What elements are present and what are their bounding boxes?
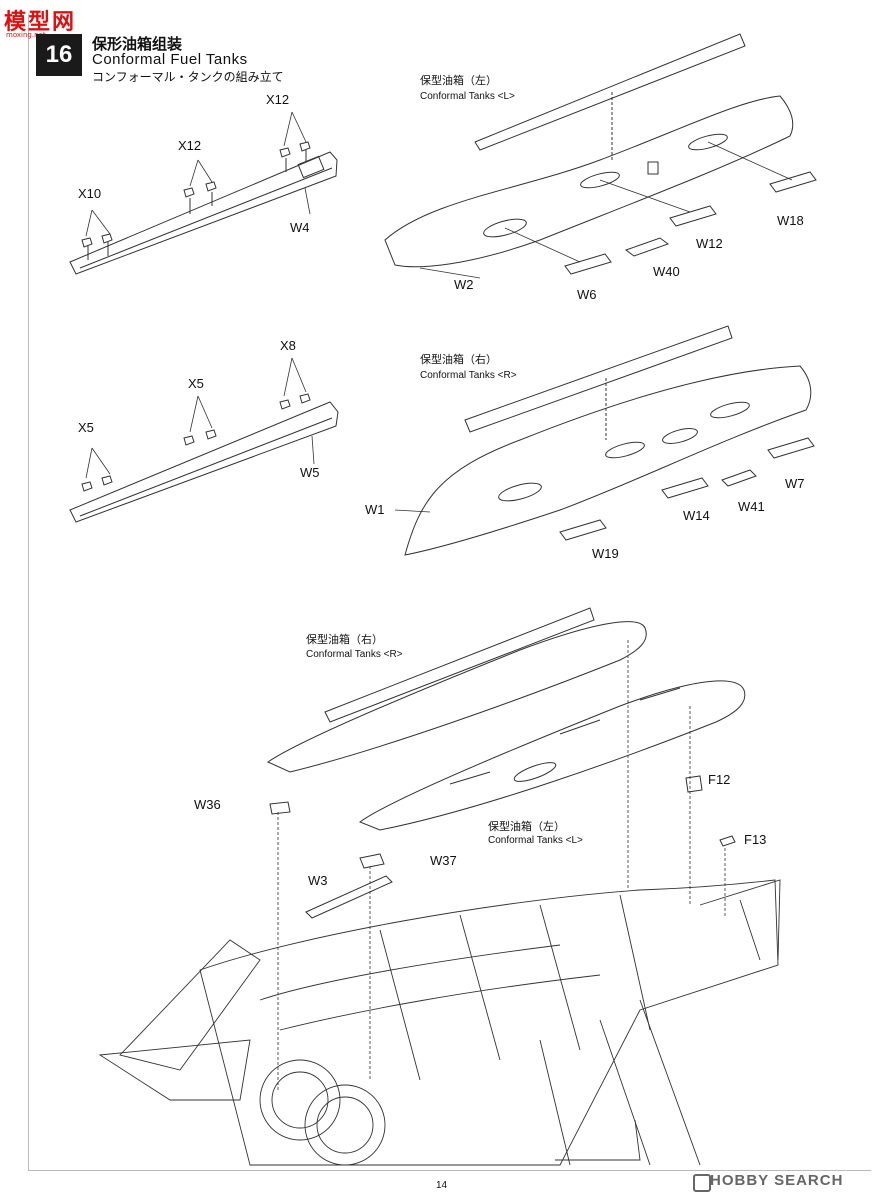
site-logo-text: 模型网: [4, 10, 77, 35]
rail-w5: [70, 358, 338, 522]
site-logo: 模型网 moxing.net: [4, 4, 84, 40]
part-w3: [306, 876, 392, 918]
part-label: W2: [454, 277, 474, 292]
clips-x10: [82, 234, 112, 260]
part-label: X12: [178, 138, 202, 153]
section2-caption-en: Conformal Tanks <R>: [420, 370, 517, 381]
aircraft-fuselage: [100, 880, 780, 1165]
clips-x12-b: [280, 142, 310, 172]
part-label: X5: [188, 376, 204, 391]
part-w36: [270, 802, 290, 814]
section1-caption-cn: 保型油箱（左）: [420, 74, 497, 87]
watermark-logo-icon: [693, 1174, 711, 1192]
step-title-cn: 保形油箱组装: [92, 35, 183, 53]
part-label: W6: [577, 287, 597, 302]
section3-caption-r-en: Conformal Tanks <R>: [306, 649, 403, 660]
tank-w1: [395, 326, 814, 555]
part-label: W4: [290, 220, 310, 235]
part-label: X10: [78, 186, 102, 201]
tank-upper-right: [268, 608, 646, 772]
step-title-en: Conformal Fuel Tanks: [92, 51, 248, 68]
part-label: W12: [696, 236, 723, 251]
part-label: W7: [785, 476, 805, 491]
part-label: W19: [592, 546, 619, 561]
clips-x12-a: [184, 182, 216, 214]
part-label: W18: [777, 213, 804, 228]
part-label: X5: [78, 420, 94, 435]
part-label: W1: [365, 502, 385, 517]
part-f13: [720, 836, 735, 846]
part-label: W5: [300, 465, 320, 480]
part-label: W3: [308, 873, 328, 888]
part-label: X12: [266, 92, 290, 107]
step-title-jp: コンフォーマル・タンクの組み立て: [92, 70, 284, 84]
part-label: W40: [653, 264, 680, 279]
part-label: W14: [683, 508, 710, 523]
section3-caption-l-cn: 保型油箱（左）: [488, 820, 565, 833]
watermark-text: HOBBY SEARCH: [710, 1172, 844, 1189]
rail-w4: [70, 112, 337, 274]
part-label: W41: [738, 499, 765, 514]
page-frame: [28, 14, 871, 1171]
site-logo-sub: moxing.net: [6, 31, 46, 39]
section2-caption-cn: 保型油箱（右）: [420, 353, 497, 366]
part-label: F13: [744, 832, 767, 847]
step-number: 16: [36, 34, 82, 76]
section3-caption-r-cn: 保型油箱（右）: [306, 633, 383, 646]
part-f12: [686, 776, 702, 792]
section3-caption-l-en: Conformal Tanks <L>: [488, 835, 583, 846]
part-label: W37: [430, 853, 457, 868]
part-label: X8: [280, 338, 296, 353]
part-label: W36: [194, 797, 221, 812]
page-number: 14: [436, 1180, 448, 1191]
section1-caption-en: Conformal Tanks <L>: [420, 91, 515, 102]
part-w37: [360, 854, 384, 868]
tank-w2: [385, 34, 816, 278]
part-label: F12: [708, 772, 731, 787]
tank-lower-left: [360, 681, 745, 830]
